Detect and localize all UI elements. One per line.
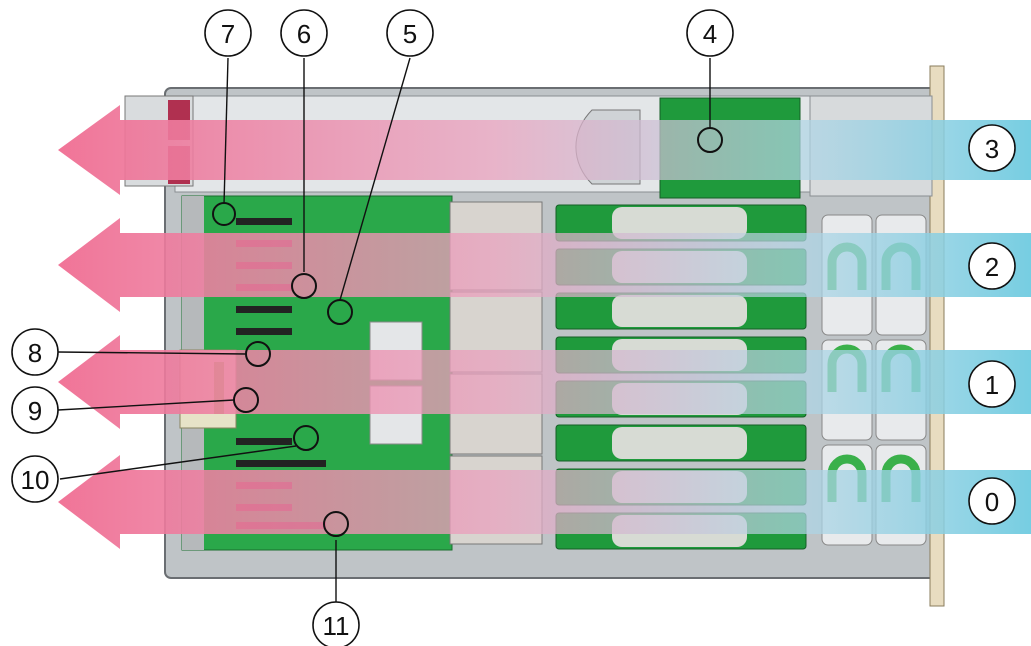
callout-label-1: 1 [985, 370, 999, 400]
callout-label-2: 2 [985, 252, 999, 282]
callout-label-8: 8 [28, 338, 42, 368]
callout-label-6: 6 [297, 19, 311, 49]
callout-label-5: 5 [403, 19, 417, 49]
callout-label-11: 11 [323, 611, 350, 641]
callout-label-3: 3 [985, 134, 999, 164]
callout-label-10: 10 [21, 465, 50, 495]
callout-label-0: 0 [985, 487, 999, 517]
callout-label-7: 7 [221, 19, 235, 49]
callout-label-9: 9 [28, 396, 42, 426]
callout-label-4: 4 [703, 19, 717, 49]
